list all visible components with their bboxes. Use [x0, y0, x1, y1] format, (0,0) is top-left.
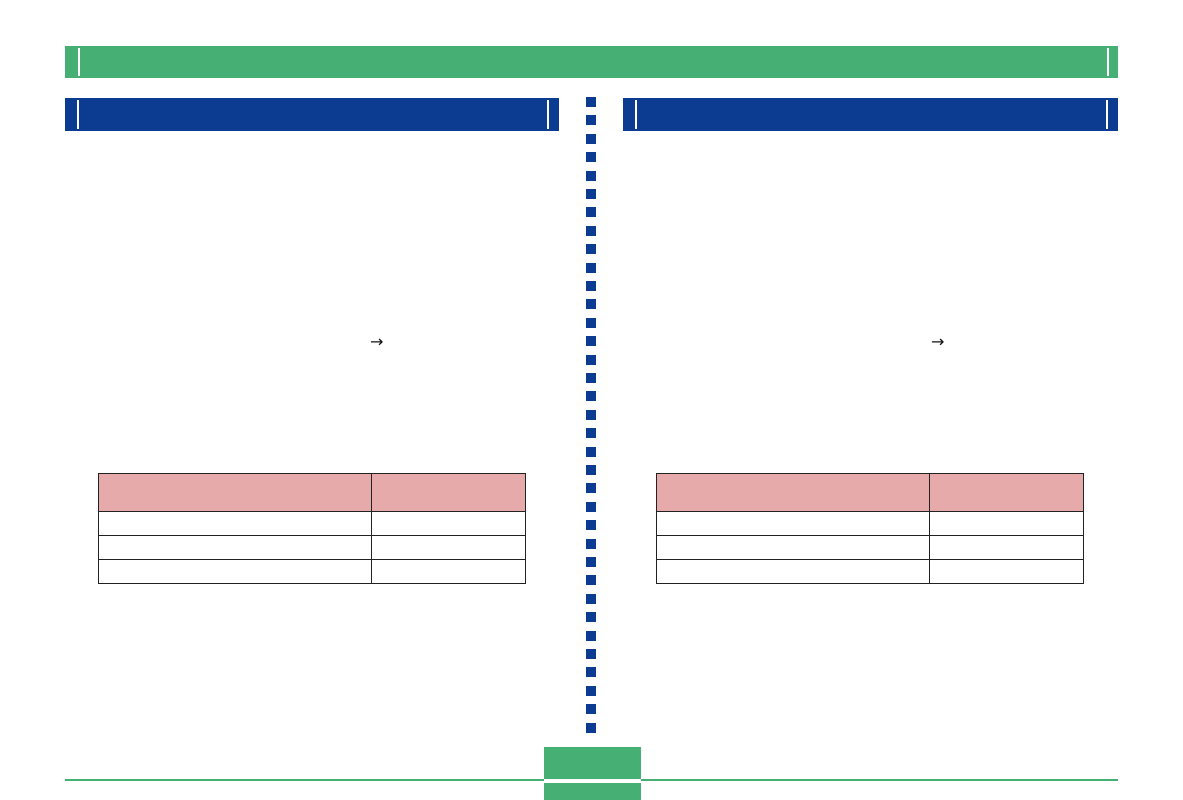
divider-dot	[586, 355, 596, 365]
table-header-cell	[98, 473, 372, 512]
divider-dot	[586, 299, 596, 309]
top-banner	[65, 46, 1118, 78]
divider-dot	[586, 428, 596, 438]
page-box-band	[544, 779, 641, 783]
divider-dot	[586, 134, 596, 144]
divider-dot	[586, 152, 596, 162]
divider-dot	[586, 207, 596, 217]
table-header-cell	[656, 473, 930, 512]
table-cell	[929, 559, 1084, 584]
dotted-divider	[586, 97, 597, 737]
divider-dot	[586, 723, 596, 733]
table-cell	[98, 559, 372, 584]
footer-rule-right	[640, 779, 1118, 781]
divider-dot	[586, 520, 596, 530]
divider-dot	[586, 244, 596, 254]
page-number-box	[544, 747, 641, 800]
divider-dot	[586, 465, 596, 475]
header-tick-right	[547, 100, 549, 129]
divider-dot	[586, 263, 596, 273]
banner-tick-left	[78, 48, 80, 76]
divider-dot	[586, 539, 596, 549]
table-header-row	[98, 473, 526, 512]
divider-dot	[586, 557, 596, 567]
table-row	[98, 535, 526, 560]
divider-dot	[586, 115, 596, 125]
table-cell	[371, 559, 526, 584]
table-row	[656, 559, 1084, 584]
divider-dot	[586, 336, 596, 346]
table-cell	[371, 535, 526, 560]
table-header-cell	[371, 473, 526, 512]
banner-tick-right	[1107, 48, 1109, 76]
divider-dot	[586, 391, 596, 401]
divider-dot	[586, 667, 596, 677]
table-cell	[929, 511, 1084, 536]
right-arrow-icon: →	[931, 332, 945, 351]
divider-dot	[586, 447, 596, 457]
divider-dot	[586, 97, 596, 107]
table-cell	[656, 559, 930, 584]
divider-dot	[586, 226, 596, 236]
divider-dot	[586, 483, 596, 493]
table-cell	[98, 535, 372, 560]
section-header-right	[623, 98, 1118, 131]
footer-rule-left	[65, 779, 545, 781]
table-cell	[98, 511, 372, 536]
spec-table-left	[98, 473, 526, 584]
table-header-row	[656, 473, 1084, 512]
right-arrow-icon: →	[370, 332, 384, 351]
table-row	[656, 511, 1084, 536]
divider-dot	[586, 649, 596, 659]
divider-dot	[586, 189, 596, 199]
divider-dot	[586, 594, 596, 604]
table-cell	[371, 511, 526, 536]
table-header-cell	[929, 473, 1084, 512]
table-row	[656, 535, 1084, 560]
section-header-left	[65, 98, 559, 131]
divider-dot	[586, 686, 596, 696]
divider-dot	[586, 502, 596, 512]
table-cell	[929, 535, 1084, 560]
header-tick-right	[1106, 100, 1108, 129]
table-cell	[656, 535, 930, 560]
divider-dot	[586, 281, 596, 291]
header-tick-left	[77, 100, 79, 129]
table-row	[98, 559, 526, 584]
table-cell	[656, 511, 930, 536]
divider-dot	[586, 704, 596, 714]
divider-dot	[586, 373, 596, 383]
spec-table-right	[656, 473, 1084, 584]
divider-dot	[586, 631, 596, 641]
divider-dot	[586, 575, 596, 585]
table-row	[98, 511, 526, 536]
divider-dot	[586, 410, 596, 420]
header-tick-left	[635, 100, 637, 129]
divider-dot	[586, 171, 596, 181]
divider-dot	[586, 612, 596, 622]
divider-dot	[586, 318, 596, 328]
